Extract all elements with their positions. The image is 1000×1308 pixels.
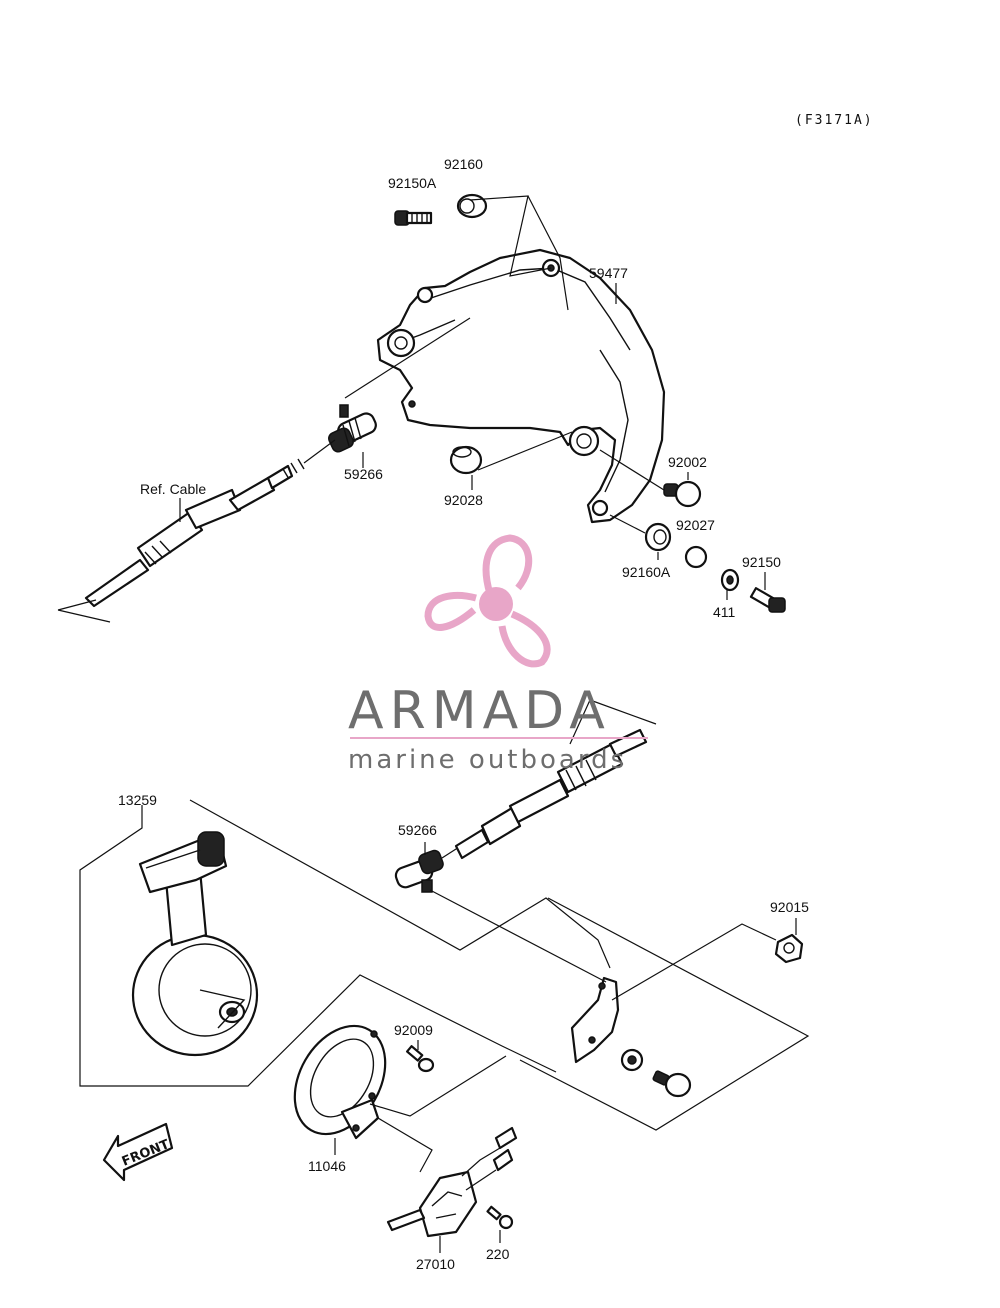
collar-92028 xyxy=(449,445,483,475)
label-27010: 27010 xyxy=(416,1256,455,1272)
label-92160-top: 92160 xyxy=(444,156,483,172)
label-59266-bottom: 59266 xyxy=(398,822,437,838)
remote-control-13259 xyxy=(131,831,259,1057)
label-92150A-top: 92150A xyxy=(388,175,437,191)
collar-92160A xyxy=(644,522,672,552)
bracket-mount xyxy=(570,976,692,1098)
upper-leader-lines xyxy=(57,195,766,623)
diagram-code: (F3171A) xyxy=(795,113,874,128)
bolt-92150 xyxy=(749,587,786,613)
watermark-tagline: marine outboards xyxy=(348,745,627,775)
screw-220 xyxy=(486,1205,514,1230)
bracket-59477 xyxy=(376,248,666,524)
propeller-logo xyxy=(424,534,551,668)
label-13259: 13259 xyxy=(118,792,157,808)
screw-92009 xyxy=(405,1045,435,1073)
joint-59266-bottom xyxy=(394,849,444,893)
label-92015: 92015 xyxy=(770,899,809,915)
collar-92027 xyxy=(684,545,708,569)
lower-leader-lines xyxy=(79,799,810,1253)
front-arrow: FRONT xyxy=(102,1122,174,1182)
lower-cable xyxy=(441,699,657,860)
label-220: 220 xyxy=(486,1246,510,1262)
label-411: 411 xyxy=(713,604,736,620)
label-ref-cable: Ref. Cable xyxy=(140,481,206,497)
watermark-brand: ARMADA xyxy=(348,681,611,741)
label-11046: 11046 xyxy=(308,1158,346,1174)
washer-411 xyxy=(720,568,740,592)
label-92150: 92150 xyxy=(742,554,781,570)
part-labels: 92150A 92160 59477 59266 92028 92002 920… xyxy=(118,156,809,1272)
bolt-92002 xyxy=(663,480,702,508)
label-59266-top: 59266 xyxy=(344,466,383,482)
joint-59266-top xyxy=(328,404,377,453)
switch-27010 xyxy=(386,1126,518,1238)
armada-watermark: ARMADA marine outboards xyxy=(348,534,648,775)
collar-92160-top xyxy=(456,193,488,219)
label-92028: 92028 xyxy=(444,492,483,508)
label-59477: 59477 xyxy=(589,265,628,281)
upper-cable xyxy=(84,439,336,608)
bolt-92150A-top xyxy=(394,210,433,226)
label-92027: 92027 xyxy=(676,517,715,533)
plate-11046 xyxy=(293,1024,387,1140)
label-92009: 92009 xyxy=(394,1022,433,1038)
label-92160A: 92160A xyxy=(622,564,671,580)
label-92002: 92002 xyxy=(668,454,707,470)
propeller-hub xyxy=(479,587,513,621)
nut-92015 xyxy=(774,933,804,964)
